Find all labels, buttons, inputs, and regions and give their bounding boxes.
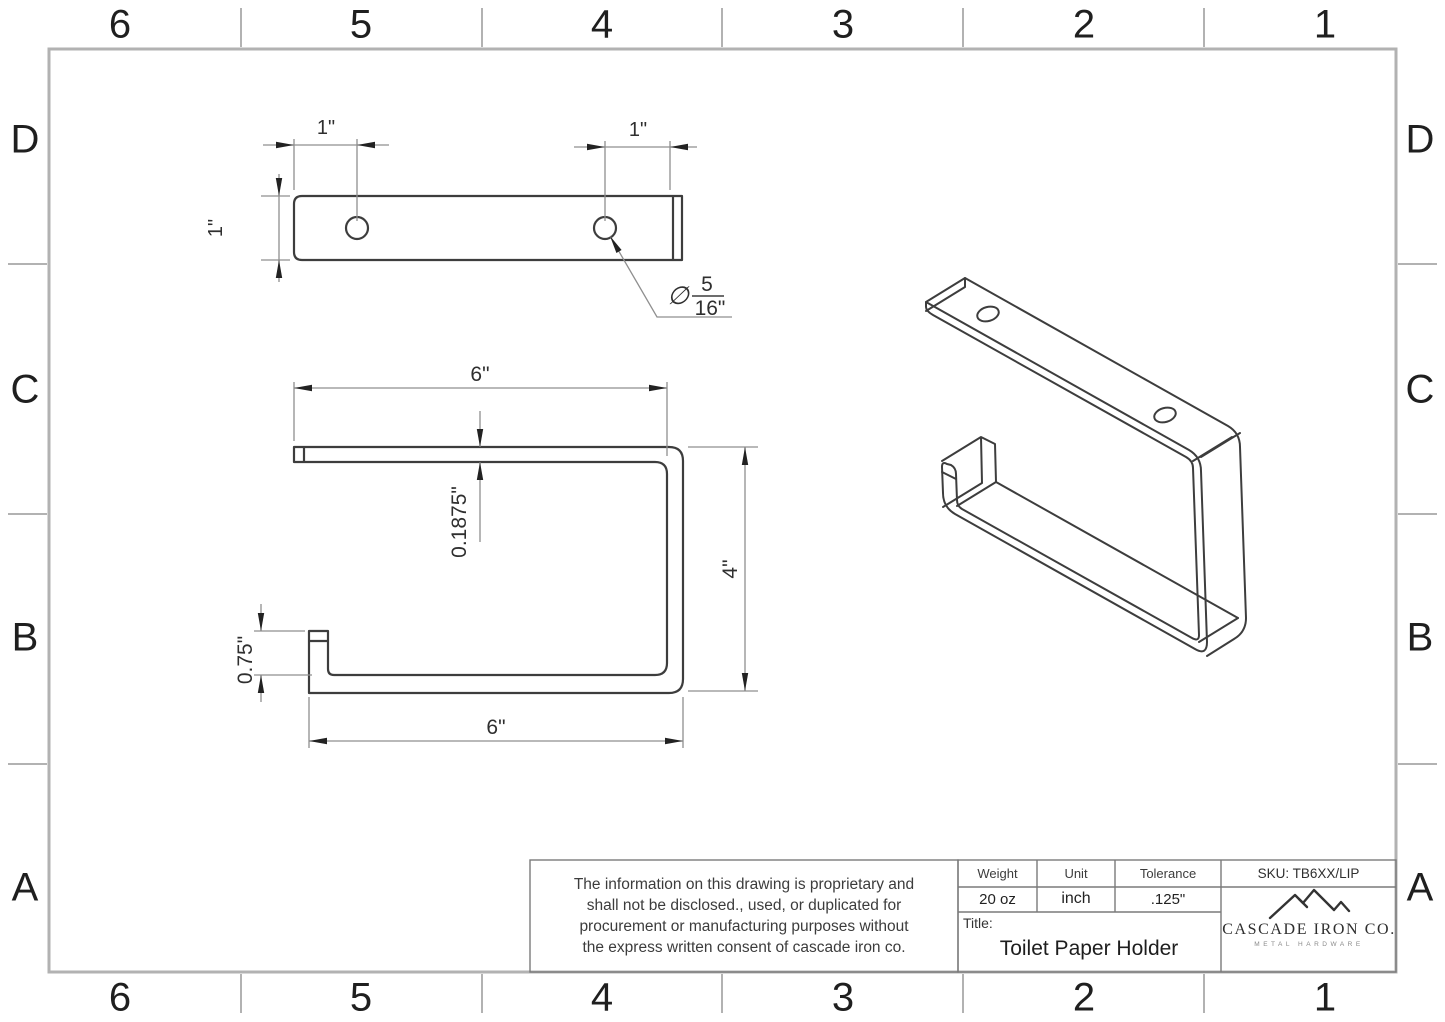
brand-logo-cell: CASCADE IRON CO. METAL HARDWARE	[1221, 887, 1397, 972]
zone-col-6-top: 6	[108, 2, 132, 47]
front-view-dim-lines	[254, 382, 758, 748]
top-view-dim-lines	[261, 139, 732, 318]
zone-ticks	[8, 8, 1437, 1013]
zone-col-4-bottom: 4	[590, 975, 614, 1020]
dim-bottom-label: 6"	[486, 716, 505, 739]
iso-hole-right	[1153, 406, 1177, 424]
zone-row-d-right: D	[1405, 117, 1435, 162]
unit-value: inch	[1061, 890, 1091, 907]
iso-far-silhouette	[964, 277, 1247, 657]
brand-tagline: METAL HARDWARE	[1254, 941, 1364, 948]
zone-row-c-left: C	[10, 367, 40, 412]
mountain-logo-icon	[1268, 888, 1351, 920]
zone-col-2-top: 2	[1072, 2, 1096, 47]
dim-lip-label: 0.75"	[234, 636, 257, 684]
hole-callout-numerator: 5	[701, 273, 713, 296]
iso-corner-edges	[1192, 432, 1241, 643]
zone-row-b-left: B	[11, 615, 39, 660]
hole-callout-denominator: 16"	[695, 297, 726, 320]
iso-left-end-cap	[925, 277, 966, 312]
zone-col-3-bottom: 3	[831, 975, 855, 1020]
title-block-lines	[529, 859, 1397, 973]
zone-col-6-bottom: 6	[108, 975, 132, 1020]
proprietary-line: procurement or manufacturing purposes wi…	[579, 918, 909, 935]
proprietary-notice: The information on this drawing is propr…	[530, 860, 958, 972]
zone-row-d-left: D	[10, 117, 40, 162]
zone-row-b-right: B	[1406, 615, 1434, 660]
dim-hole-right-label: 1"	[629, 119, 647, 141]
title-label: Title:	[963, 915, 993, 931]
dim-top-label: 6"	[470, 363, 489, 386]
zone-col-3-top: 3	[831, 2, 855, 47]
top-view-outline	[292, 194, 684, 262]
weight-label: Weight	[977, 866, 1018, 881]
top-view: 1" 1" 1" ∅ 5 16"	[205, 117, 732, 320]
proprietary-line: the express written consent of cascade i…	[582, 939, 906, 956]
iso-lip-edges	[941, 436, 997, 508]
dim-hole-left-label: 1"	[317, 117, 335, 139]
brand-name: CASCADE IRON CO.	[1222, 921, 1396, 938]
sku-value: SKU: TB6XX/LIP	[1257, 866, 1360, 881]
proprietary-line: The information on this drawing is propr…	[573, 876, 915, 893]
front-view: 6" 4" 0.1875" 0.75" 6"	[234, 363, 758, 748]
zone-col-2-bottom: 2	[1072, 975, 1096, 1020]
tolerance-label: Tolerance	[1139, 866, 1197, 881]
zone-col-1-bottom: 1	[1313, 975, 1337, 1020]
zone-col-5-top: 5	[349, 2, 373, 47]
zone-col-5-bottom: 5	[349, 975, 373, 1020]
diameter-symbol: ∅	[667, 282, 690, 310]
zone-col-1-top: 1	[1313, 2, 1337, 47]
weight-value: 20 oz	[979, 890, 1016, 908]
iso-front-profile	[925, 301, 1208, 653]
dim-width-label: 1"	[205, 219, 227, 237]
front-view-arrowheads	[257, 384, 749, 745]
dim-thickness-label: 0.1875"	[448, 486, 471, 558]
dim-height-label: 4"	[719, 559, 742, 578]
top-view-arrowheads	[275, 141, 688, 278]
proprietary-line: shall not be disclosed., used, or duplic…	[586, 897, 902, 914]
zone-row-c-right: C	[1405, 367, 1435, 412]
zone-col-4-top: 4	[590, 2, 614, 47]
iso-hole-left	[976, 305, 1000, 323]
isometric-view	[925, 277, 1247, 657]
zone-row-a-left: A	[11, 865, 39, 910]
front-view-outline	[292, 445, 685, 695]
zone-row-a-right: A	[1406, 865, 1434, 910]
tolerance-value: .125"	[1150, 890, 1186, 908]
unit-label: Unit	[1064, 866, 1088, 881]
drawing-title: Toilet Paper Holder	[999, 937, 1179, 960]
